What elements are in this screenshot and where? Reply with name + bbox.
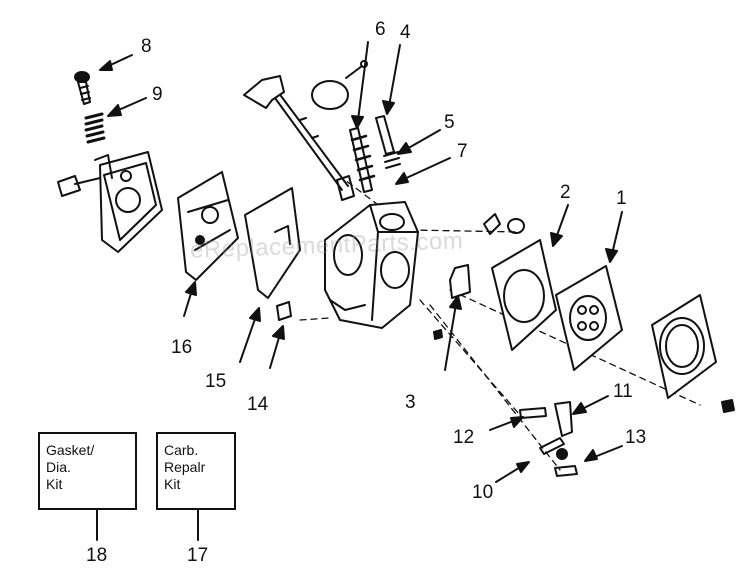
arrow-9	[107, 97, 147, 117]
arrow-16	[183, 281, 197, 317]
small-parts	[433, 213, 525, 340]
gasket-kit-line3: Kit	[46, 476, 63, 492]
arrow-8	[99, 54, 133, 71]
arrow-15	[239, 307, 261, 363]
carburetor-body	[324, 201, 419, 329]
callout-2: 2	[560, 182, 571, 203]
callout-12: 12	[453, 427, 475, 448]
part-1-diaphragm	[555, 265, 623, 371]
arrow-14	[269, 325, 285, 369]
callout-17: 17	[187, 545, 209, 566]
throttle-plate	[311, 60, 368, 110]
part-15-gasket	[244, 187, 301, 299]
gasket-dia-kit-box: Gasket/ Dia. Kit	[38, 432, 137, 510]
callout-16: 16	[171, 337, 193, 358]
parts-4-7-needles	[336, 115, 401, 201]
gasket-kit-line2: Dia.	[46, 459, 71, 475]
callout-8: 8	[141, 36, 152, 57]
pump-cover	[651, 294, 735, 413]
part-16-diaphragm	[177, 171, 239, 281]
arrow-5	[397, 129, 441, 155]
part-9-spring	[84, 112, 106, 144]
callout-11: 11	[613, 381, 633, 402]
part-2-gasket	[491, 239, 557, 351]
callout-14: 14	[247, 394, 269, 415]
repair-kit-line3: Kit	[164, 476, 181, 492]
arrow-10	[495, 461, 530, 483]
arrow-6	[351, 41, 369, 129]
callout-3: 3	[405, 392, 416, 413]
callout-15: 15	[205, 371, 227, 392]
callout-10: 10	[472, 482, 494, 503]
arrow-2	[550, 204, 569, 247]
callout-18: 18	[86, 545, 108, 566]
gasket-kit-line1: Gasket/	[46, 442, 95, 458]
arrow-3	[444, 295, 462, 371]
throttle-shaft	[243, 75, 349, 191]
arrow-7	[395, 157, 451, 185]
leader-arrows	[99, 41, 623, 483]
metering-cover	[57, 151, 163, 253]
callout-5: 5	[444, 112, 455, 133]
callout-13: 13	[625, 427, 647, 448]
parts-10-13-screws	[519, 401, 578, 477]
repair-kit-line2: Repalr	[164, 459, 206, 475]
carb-repair-kit-box: Carb. Repalr Kit	[156, 432, 236, 510]
arrow-11	[572, 395, 609, 415]
callout-1: 1	[616, 188, 627, 209]
callout-4: 4	[400, 22, 411, 43]
arrow-13	[584, 445, 623, 462]
callout-6: 6	[375, 19, 386, 40]
arrow-1	[605, 211, 623, 263]
repair-kit-line1: Carb.	[164, 442, 199, 458]
callout-9: 9	[152, 84, 163, 105]
part-14-plug	[276, 301, 292, 321]
callout-7: 7	[457, 141, 468, 162]
arrow-12	[489, 416, 524, 431]
part-8-screw	[74, 71, 91, 105]
arrow-4	[382, 44, 401, 115]
kit-leaders	[96, 509, 199, 541]
